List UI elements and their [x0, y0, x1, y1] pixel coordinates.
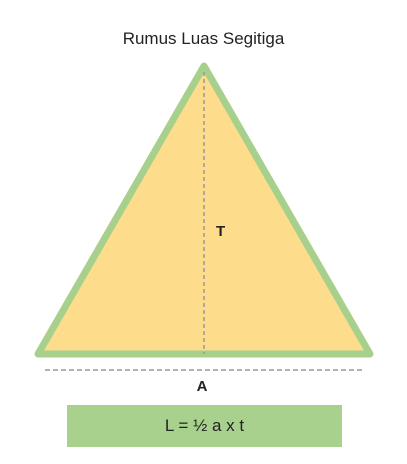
diagram-title: Rumus Luas Segitiga: [122, 29, 285, 48]
triangle-shape: [34, 62, 374, 358]
formula-box: L = ½ a x t: [67, 405, 342, 447]
base-label: A: [197, 378, 208, 395]
height-label: T: [216, 223, 225, 240]
formula-text: L = ½ a x t: [164, 416, 245, 435]
